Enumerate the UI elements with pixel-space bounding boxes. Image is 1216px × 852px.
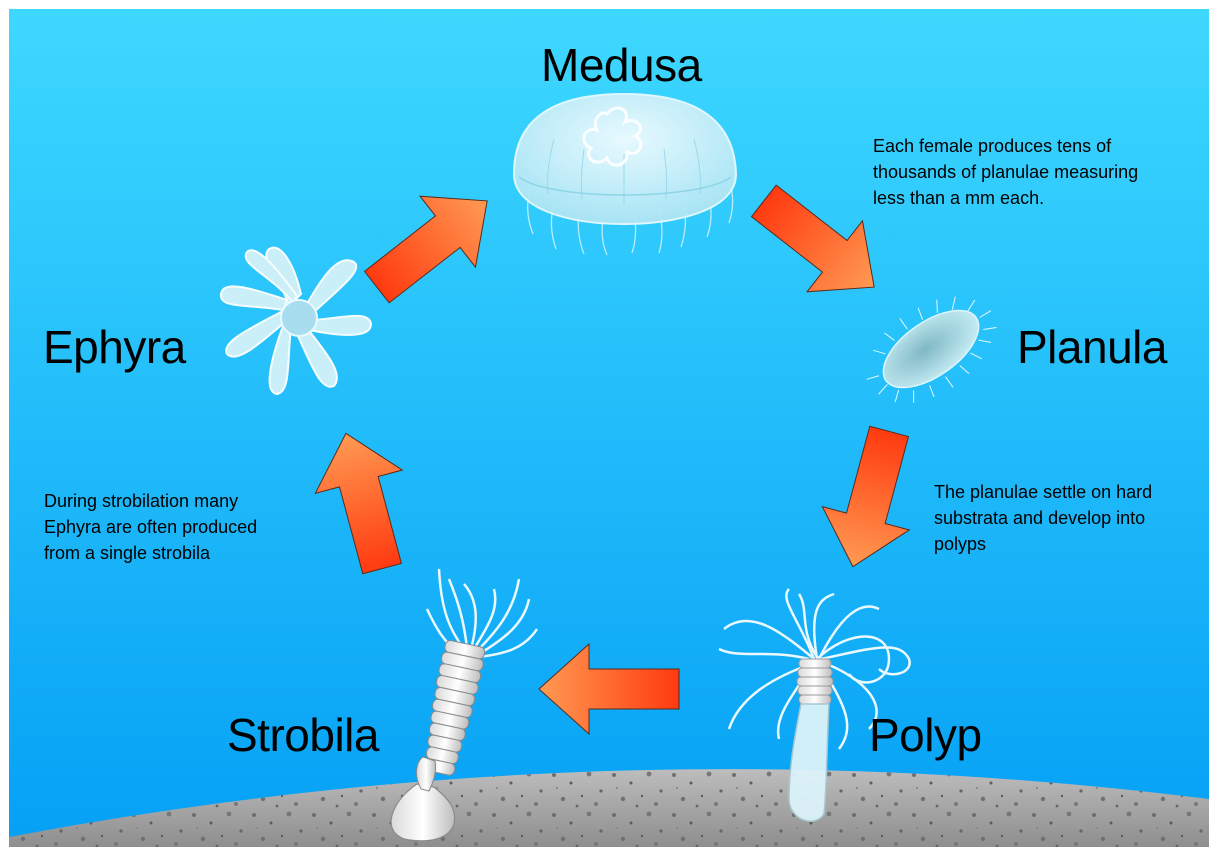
label-polyp: Polyp <box>869 712 982 758</box>
note-strobila-to-ephyra: During strobilation many Ephyra are ofte… <box>44 488 257 566</box>
note-line: from a single strobila <box>44 540 257 566</box>
note-line: less than a mm each. <box>873 185 1138 211</box>
label-ephyra: Ephyra <box>43 324 186 370</box>
label-planula: Planula <box>1017 324 1167 370</box>
note-line: substrata and develop into <box>934 505 1152 531</box>
note-line: thousands of planulae measuring <box>873 159 1138 185</box>
diagram-frame: Medusa Planula Polyp Strobila Ephyra Eac… <box>9 9 1209 847</box>
note-line: polyps <box>934 531 1152 557</box>
label-medusa: Medusa <box>541 42 702 88</box>
note-line: Each female produces tens of <box>873 133 1138 159</box>
note-line: The planulae settle on hard <box>934 479 1152 505</box>
label-strobila: Strobila <box>227 712 379 758</box>
note-line: During strobilation many <box>44 488 257 514</box>
note-medusa-to-planula: Each female produces tens of thousands o… <box>873 133 1138 211</box>
note-planula-to-polyp: The planulae settle on hard substrata an… <box>934 479 1152 557</box>
note-line: Ephyra are often produced <box>44 514 257 540</box>
